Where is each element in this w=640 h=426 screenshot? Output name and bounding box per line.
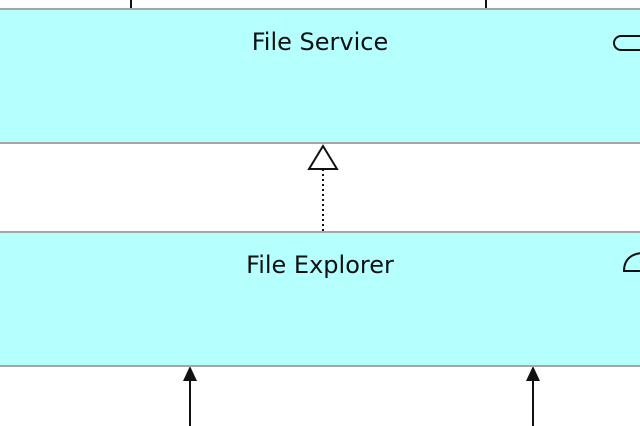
bottom-arrowhead-left [183, 366, 197, 381]
node-file-explorer[interactable]: File Explorer [0, 231, 640, 367]
bottom-arrowhead-right [526, 366, 540, 381]
node-title: File Service [251, 28, 389, 56]
realization-arrowhead [307, 144, 339, 170]
interface-icon [622, 252, 640, 272]
node-file-service[interactable]: File Service [0, 8, 640, 144]
service-icon [613, 35, 640, 51]
node-title: File Explorer [246, 251, 394, 279]
